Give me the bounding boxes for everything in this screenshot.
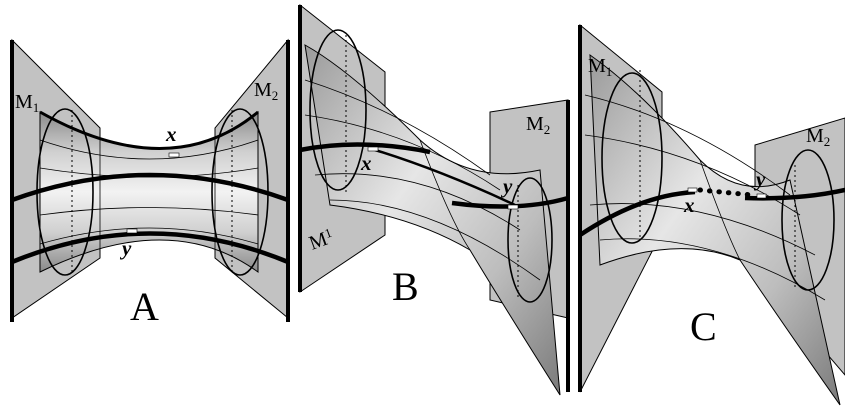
panel-b-label-m2: M2 <box>526 113 550 137</box>
panel-c-grid-line <box>589 203 816 256</box>
panel-c-point-y-marker <box>756 193 767 199</box>
panel-c-ellipse-left <box>601 72 663 244</box>
panel-b-grid-line <box>314 173 521 231</box>
panel-b-grid-line <box>329 199 541 281</box>
panel-b-label-y: y <box>500 174 513 198</box>
panel-c-grid-line <box>599 238 826 301</box>
panel-b-point-y-marker <box>507 204 519 210</box>
panel-a: M1 M2 x y A <box>10 38 290 329</box>
panel-a-geodesic-top <box>39 110 259 150</box>
panel-a-label-m2: M2 <box>254 79 278 103</box>
panel-b-geodesic-connect <box>374 148 516 207</box>
panel-a-label-m1: M1 <box>15 91 39 115</box>
panel-c-geodesic-left <box>578 189 696 237</box>
panel-a-grid-line <box>39 139 259 160</box>
panel-b-grid-line <box>419 139 471 251</box>
panel-c-label-x: x <box>683 193 695 217</box>
panel-b-label-x: x <box>360 151 372 175</box>
panel-b-ellipse-left <box>309 29 367 191</box>
panel-a-geodesic-bottom <box>11 231 289 265</box>
panel-c-point-x-marker <box>687 187 698 193</box>
panel-a-title: A <box>130 284 159 329</box>
panel-a-point-x-marker <box>168 152 180 158</box>
panel-c-label-m2: M2 <box>806 125 830 149</box>
panel-b-grid-line <box>304 114 501 191</box>
panel-b-ellipse-right <box>507 177 553 303</box>
panel-c-grid-line <box>584 94 791 196</box>
panel-c-title: C <box>690 304 717 349</box>
panel-c-label-m1: M1 <box>588 55 612 79</box>
panel-c: M1 M2 x y C <box>578 23 845 406</box>
panel-c-geodesic-dots <box>697 187 755 198</box>
panel-b: M1 M2 x y B <box>298 3 570 396</box>
panel-b-geodesic-x <box>299 142 431 155</box>
panel-c-grid-line <box>699 159 741 261</box>
panel-c-label-y: y <box>753 167 766 191</box>
panel-a-grid-line <box>39 227 259 245</box>
panel-a-label-y: y <box>119 236 132 260</box>
panel-a-point-y-marker <box>126 228 138 234</box>
panel-b-point-x-marker <box>367 146 379 152</box>
panel-a-geodesic-middle <box>11 172 289 203</box>
panel-c-geodesic-right <box>744 187 845 201</box>
panel-a-label-x: x <box>165 122 177 146</box>
panel-a-surface <box>39 110 259 273</box>
panel-b-grid-line <box>304 79 491 176</box>
panel-b-title: B <box>392 264 419 309</box>
